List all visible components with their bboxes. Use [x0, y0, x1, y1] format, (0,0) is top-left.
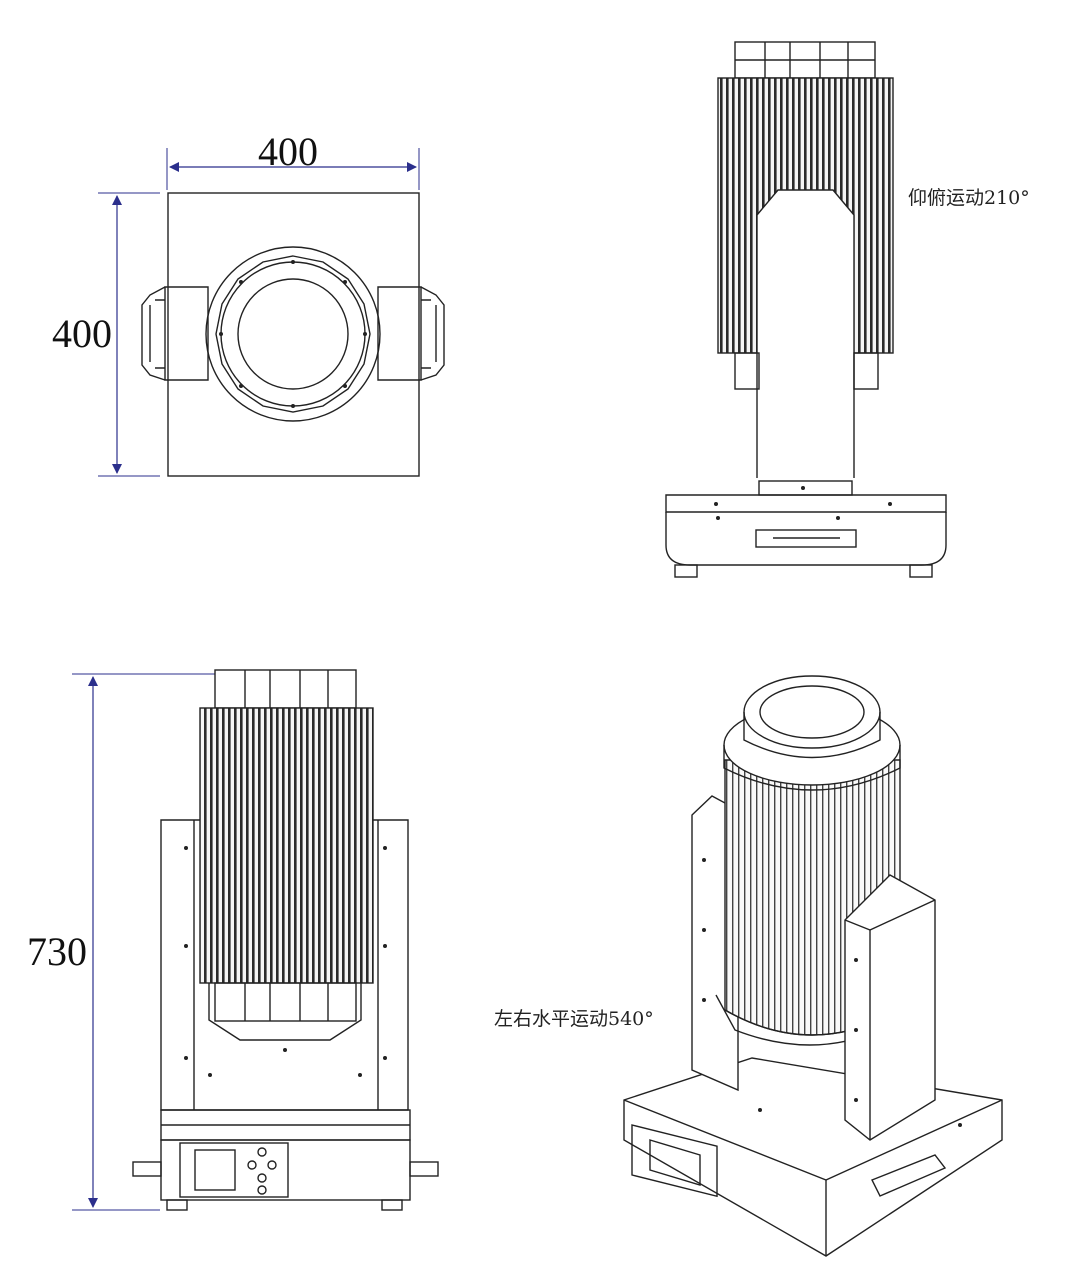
- head-polygon: [215, 255, 371, 413]
- iso-view: [623, 675, 1003, 1257]
- front-heatsink: [199, 707, 374, 984]
- front-base: [160, 1139, 411, 1201]
- front-yoke: [160, 819, 409, 1111]
- front-top-cap: [214, 669, 357, 709]
- iso-yoke-right: [844, 874, 936, 1141]
- iso-base: [623, 1057, 1003, 1257]
- iso-handle: [871, 1154, 947, 1197]
- control-buttons: [247, 1147, 277, 1195]
- height-dimension: [72, 673, 215, 1211]
- top-view: [98, 148, 445, 477]
- base-outline: [167, 192, 420, 477]
- tilt-motion-label: 仰俯运动210°: [908, 187, 1030, 209]
- yoke-arm: [756, 189, 855, 478]
- width-dimension-label: 400: [258, 129, 318, 174]
- base-top: [758, 480, 853, 496]
- pan-motion-label: 左右水平运动540°: [494, 1008, 654, 1030]
- lens: [237, 278, 349, 390]
- yoke-right: [377, 286, 422, 381]
- side-view: [665, 41, 947, 578]
- head-outer-ring: [205, 246, 381, 422]
- display-window: [194, 1149, 236, 1191]
- front-view: [72, 669, 439, 1211]
- yoke-left: [164, 286, 209, 381]
- height-dimension-label: 730: [27, 929, 87, 974]
- width-dimension: [166, 148, 420, 190]
- depth-dimension-label: 400: [52, 311, 112, 356]
- iso-lens: [759, 685, 865, 739]
- depth-dimension: [98, 192, 160, 477]
- base-handle: [755, 529, 857, 548]
